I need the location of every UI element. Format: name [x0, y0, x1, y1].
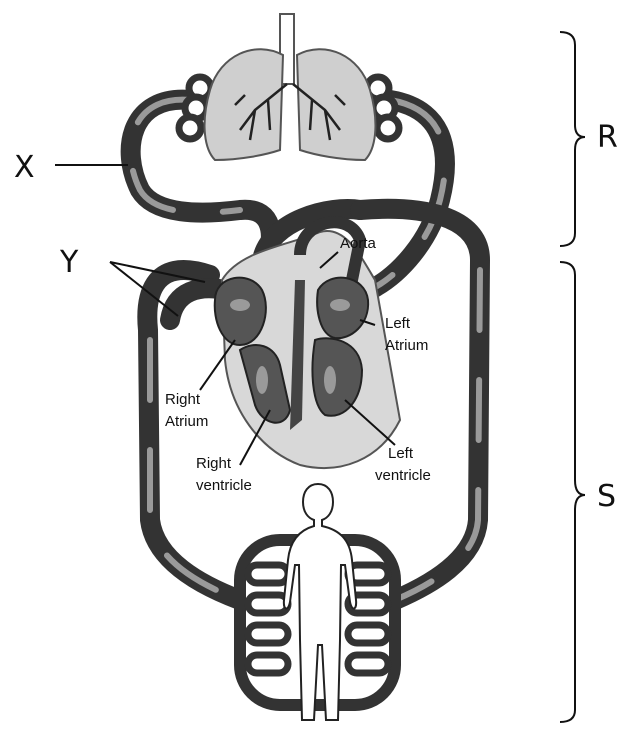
label-left-atrium-line1: Left	[385, 315, 411, 332]
label-left-ventricle-line2: ventricle	[375, 467, 431, 484]
brace-s	[560, 262, 585, 722]
label-right-atrium-line2: Atrium	[165, 413, 208, 430]
label-y: Y	[59, 245, 79, 280]
right-atrium-chamber	[215, 278, 266, 345]
label-right-ventricle-line2: ventricle	[196, 477, 252, 494]
right-lung	[297, 49, 375, 160]
label-s: S	[597, 479, 616, 514]
braces	[560, 32, 585, 722]
lungs	[205, 14, 376, 160]
label-r: R	[597, 120, 618, 155]
label-left-atrium-line2: Atrium	[385, 337, 428, 354]
label-aorta: Aorta	[340, 235, 377, 252]
label-left-ventricle-line1: Left	[388, 445, 414, 462]
left-lung	[205, 49, 283, 160]
label-right-atrium-line1: Right	[165, 391, 201, 408]
heart	[215, 222, 400, 468]
label-right-ventricle-line1: Right	[196, 455, 232, 472]
label-x: X	[14, 150, 35, 185]
brace-r	[560, 32, 585, 246]
